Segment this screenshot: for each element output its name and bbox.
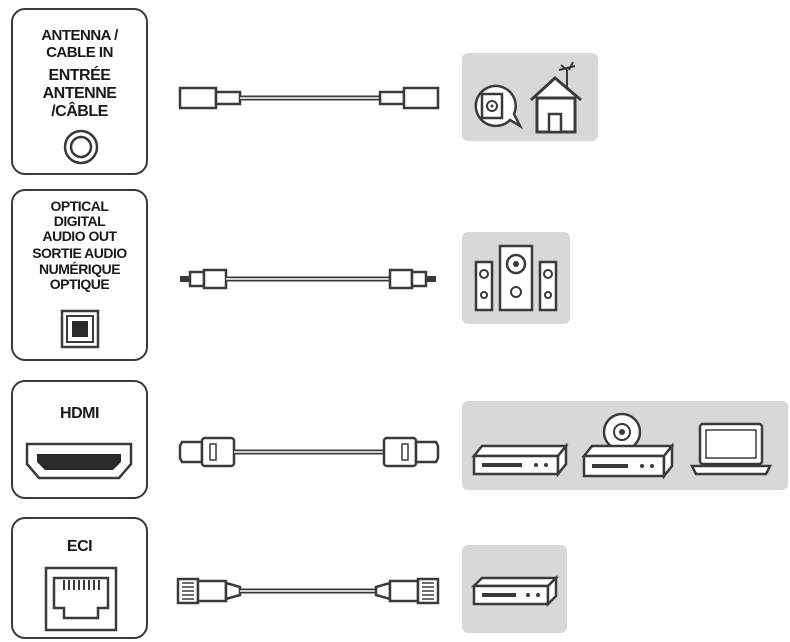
ethernet-cable-icon — [176, 577, 440, 605]
antenna-label-line-5: /CÂBLE — [51, 103, 108, 120]
optical-label-line-6: OPTIQUE — [49, 276, 110, 292]
speaker-system-icon — [474, 244, 558, 312]
optical-port-panel: OPTICAL DIGITAL AUDIO OUT SORTIE AUDIO N… — [11, 189, 148, 361]
hdmi-label: HDMI — [60, 405, 99, 422]
eci-port-panel: ECI — [11, 517, 148, 639]
hdmi-port-panel: HDMI — [11, 380, 148, 499]
antenna-label-line-2: CABLE IN — [46, 44, 113, 61]
eci-label: ECI — [66, 538, 93, 555]
antenna-label-line-4: ANTENNE — [42, 85, 117, 102]
optical-label-line-3: AUDIO OUT — [42, 228, 117, 244]
antenna-port-panel: ANTENNA / CABLE IN ENTRÉE ANTENNE /CÂBLE — [11, 8, 148, 175]
ethernet-port-icon — [44, 566, 118, 632]
hdmi-port-icon — [25, 442, 133, 480]
coaxial-connector-icon — [63, 129, 99, 165]
optical-label-line-1: OPTICAL — [50, 198, 109, 214]
optical-label-line-4: SORTIE AUDIO — [32, 245, 127, 261]
set-top-box-icon — [470, 574, 560, 608]
optical-port-icon — [60, 309, 100, 349]
dvd-player-icon — [471, 442, 569, 478]
coaxial-cable-icon — [178, 86, 440, 110]
optical-cable-icon — [180, 268, 436, 290]
wall-outlet-icon — [474, 84, 524, 130]
antenna-label-line-3: ENTRÉE — [48, 67, 111, 84]
optical-label-line-5: NUMÉRIQUE — [38, 261, 121, 277]
disc-player-icon — [581, 412, 675, 480]
hdmi-cable-icon — [178, 436, 440, 468]
antenna-label-line-1: ANTENNA / — [41, 27, 118, 44]
optical-label-line-2: DIGITAL — [53, 213, 106, 229]
laptop-icon — [689, 422, 773, 476]
house-antenna-icon — [529, 61, 582, 134]
